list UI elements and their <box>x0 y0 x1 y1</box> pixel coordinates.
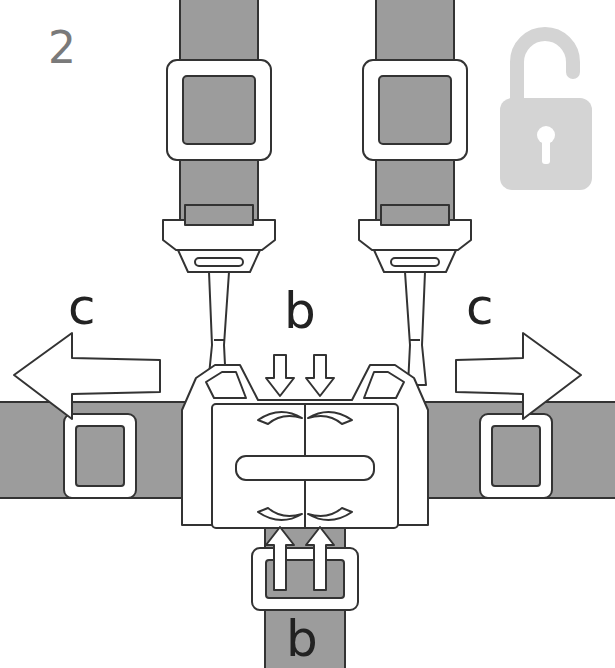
step-number: 2 <box>48 26 76 70</box>
callout-letter: c <box>466 282 494 332</box>
callout-letter: b <box>284 286 316 336</box>
callout-letter: c <box>68 282 96 332</box>
callout-letter: b <box>286 614 318 664</box>
